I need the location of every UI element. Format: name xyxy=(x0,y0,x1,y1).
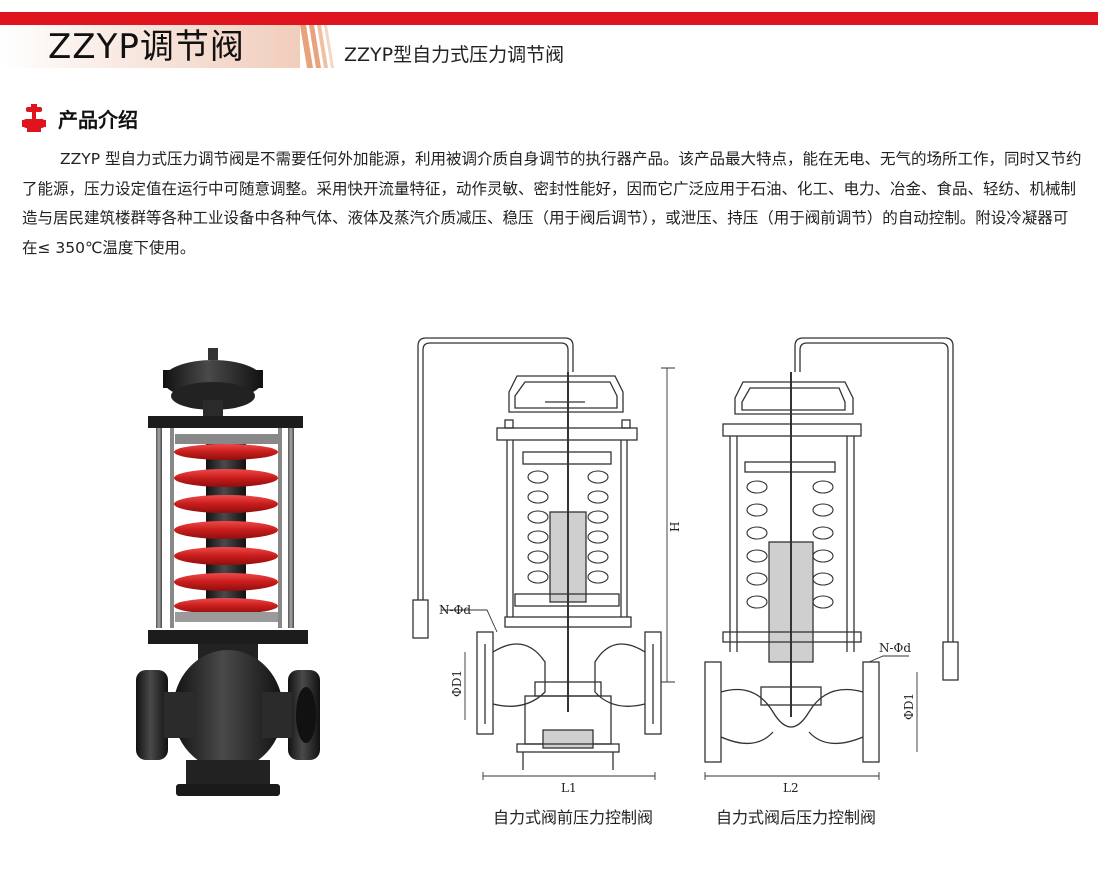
caption-before-valve: 自力式阀前压力控制阀 xyxy=(493,808,654,827)
valve-icon xyxy=(22,104,46,132)
top-accent-bar xyxy=(0,12,1098,25)
banner-stripes xyxy=(300,25,334,68)
caption-after-valve: 自力式阀后压力控制阀 xyxy=(716,808,877,827)
page-subtitle: ZZYP型自力式压力调节阀 xyxy=(344,44,565,66)
section-title: 产品介绍 xyxy=(58,108,138,132)
front-nphid-label: N-Φd xyxy=(439,603,471,617)
page-title: ZZYP调节阀 xyxy=(48,27,245,67)
front-phid1-label: ΦD1 xyxy=(450,670,464,697)
intro-paragraph: ZZYP 型自力式压力调节阀是不需要任何外加能源，利用被调介质自身调节的执行器产… xyxy=(22,150,1082,257)
rear-nphid-label: N-Φd xyxy=(879,641,911,655)
drawing-front-view xyxy=(412,337,675,780)
rear-phid1-label: ΦD1 xyxy=(902,693,916,720)
valve-product-photo xyxy=(136,348,320,796)
drawing-rear-view xyxy=(704,337,959,780)
rear-l2-label: L2 xyxy=(783,781,799,795)
front-h-label: H xyxy=(668,522,682,532)
intro-text: ZZYP 型自力式压力调节阀是不需要任何外加能源，利用被调介质自身调节的执行器产… xyxy=(22,145,1082,263)
title-banner xyxy=(0,25,300,68)
front-l1-label: L1 xyxy=(561,781,577,795)
technical-drawing: N-Φd ΦD1 L1 H N-Φd ΦD1 L2 xyxy=(412,337,959,795)
